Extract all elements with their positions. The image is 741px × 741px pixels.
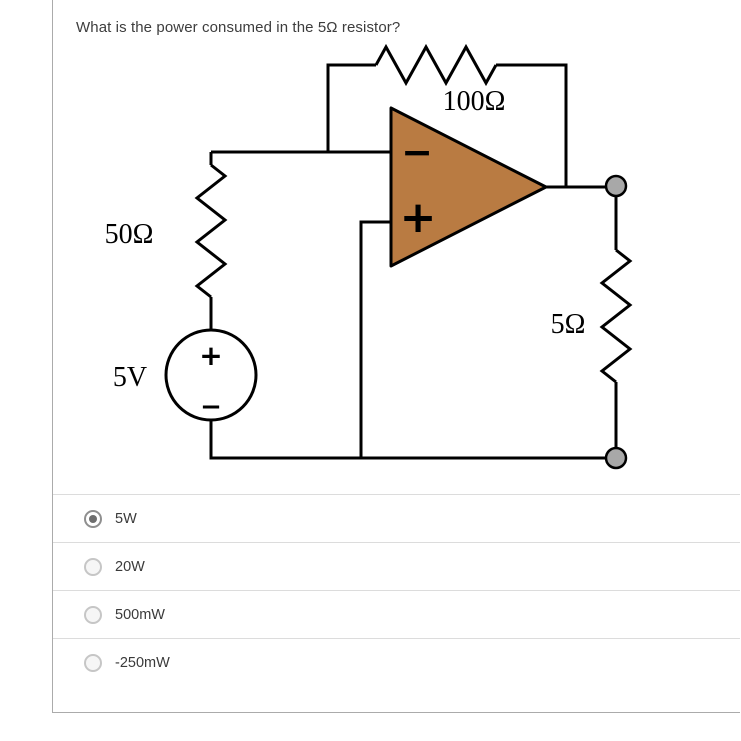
circuit-diagram: + − − + 100Ω 50Ω 5V 5Ω [105,43,633,470]
option-label: 5W [115,510,137,527]
option-label: 500mW [115,606,165,623]
feedback-wire [326,63,568,187]
source-voltage-label: 5V [113,362,147,393]
source-minus-sign: − [200,392,222,422]
radio-button[interactable] [84,653,102,672]
answer-option-20w[interactable]: 20W [53,542,740,590]
input-resistor-label: 50Ω [105,219,154,250]
feedback-resistor [374,43,498,87]
output-terminal-bottom [604,446,628,470]
opamp [389,106,548,268]
radio-button[interactable] [84,557,102,576]
opamp-plus-sign: + [400,192,437,243]
bottom-rail-wire [209,420,616,460]
answer-options: 5W 20W 500mW -250mW [53,494,740,686]
answer-option-neg250mw[interactable]: -250mW [53,638,740,686]
radio-button[interactable] [84,605,102,624]
radio-button[interactable] [84,509,102,528]
load-resistor-label: 5Ω [551,309,586,340]
noninverting-input-wire [359,220,391,458]
option-label: 20W [115,558,145,575]
option-label: -250mW [115,654,170,671]
answer-option-5w[interactable]: 5W [53,494,740,542]
source-plus-sign: + [199,339,222,372]
feedback-resistor-label: 100Ω [443,86,506,117]
output-terminal-top [604,174,628,198]
answer-option-500mw[interactable]: 500mW [53,590,740,638]
load-resistor [599,248,633,384]
opamp-minus-sign: − [401,130,433,174]
question-title: What is the power consumed in the 5Ω res… [76,19,401,36]
input-resistor [194,163,228,299]
question-card: What is the power consumed in the 5Ω res… [52,0,740,713]
